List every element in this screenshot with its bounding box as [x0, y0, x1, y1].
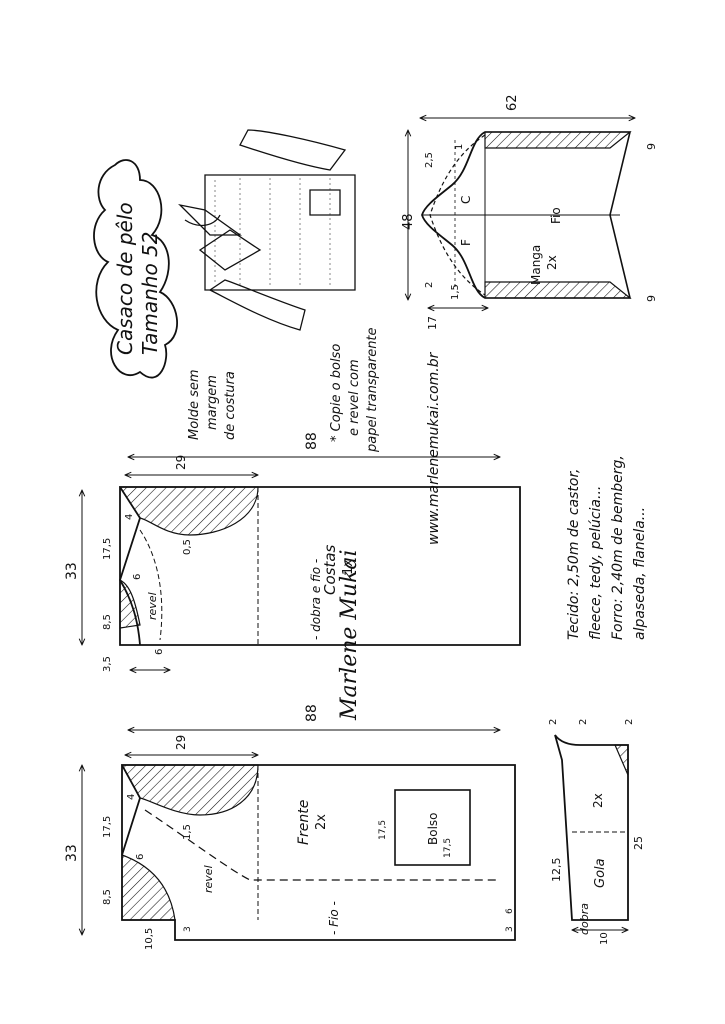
collar-pattern: Gola 2x dobra 2 2 2 12,5 25 10	[548, 719, 645, 945]
collar-m125: 12,5	[550, 858, 563, 883]
front-m4: 4	[126, 794, 137, 800]
notes-block: Molde sem margem de costura * Copie o bo…	[187, 327, 442, 545]
front-shoulder-depth: 29	[174, 735, 188, 750]
collar-m2a: 2	[548, 719, 559, 725]
title-line-1: Casaco de pêlo	[113, 202, 137, 355]
pocket-name: Bolso	[426, 812, 440, 845]
sleeve-name: Manga	[529, 245, 543, 285]
front-m6b: 6	[505, 908, 515, 914]
sleeve-m9-top: 9	[645, 143, 658, 150]
collar-qty: 2x	[591, 793, 605, 808]
jacket-illustration	[178, 129, 356, 331]
back-shoulder-depth: 29	[174, 455, 188, 470]
fabric-line-1: Tecido: 2,50m de castor,	[566, 469, 582, 640]
back-width: 33	[64, 562, 80, 580]
back-revel: revel	[146, 592, 159, 620]
front-m3b: 3	[505, 926, 515, 932]
website-url: www.marlenemukai.com.br	[426, 351, 442, 545]
front-m85: 8,5	[102, 889, 113, 905]
back-m35: 3,5	[102, 656, 113, 672]
fabric-line-3: Forro: 2,40m de bemberg,	[610, 455, 626, 640]
front-qty: 2x	[314, 814, 329, 830]
front-length: 88	[304, 704, 320, 722]
note-copie-2: e revel com	[347, 359, 362, 436]
sleeve-qty: 2x	[545, 255, 559, 270]
collar-m10: 10	[599, 932, 610, 945]
back-dobra-fio: - dobra e fio -	[309, 559, 323, 640]
sleeve-m1: 1	[454, 144, 465, 150]
back-m6: 6	[132, 574, 143, 580]
back-qty: 1x	[341, 559, 356, 575]
collar-m2c: 2	[624, 719, 635, 725]
back-m175: 17,5	[102, 538, 113, 560]
collar-m25: 25	[632, 836, 645, 850]
note-molde-1: Molde sem	[187, 369, 202, 440]
front-name: Frente	[296, 800, 312, 845]
sleeve-m17: 17	[426, 316, 439, 330]
front-m15: 1,5	[182, 824, 193, 840]
sleeve-width-label: 62	[505, 94, 520, 111]
back-m05: 0,5	[182, 539, 193, 555]
sleeve-height-label: 48	[401, 213, 416, 230]
front-width: 33	[64, 844, 80, 862]
note-molde-2: margem	[205, 375, 220, 430]
sleeve-fio: Fio	[549, 207, 563, 224]
collar-name: Gola	[593, 858, 608, 888]
sleeve-back-c: C	[459, 196, 473, 204]
front-m175: 17,5	[102, 816, 113, 838]
sleeve-m15: 1,5	[450, 284, 461, 300]
sleeve-front-f: F	[459, 239, 473, 246]
back-m85: 8,5	[102, 614, 113, 630]
collar-m2b: 2	[578, 719, 589, 725]
front-m6: 6	[135, 854, 146, 860]
front-pattern: Bolso 17,5 17,5 88 29 33 4 17,5 6 1,5 8,…	[64, 704, 516, 950]
title-block: Casaco de pêlo Tamanho 52	[93, 159, 178, 379]
signature: Marlene Mukai	[337, 549, 362, 721]
fabric-line-4: alpaseda, flanela...	[632, 507, 648, 640]
back-m4: 4	[124, 514, 135, 520]
note-copie-3: papel transparente	[365, 327, 380, 453]
note-molde-3: de costura	[223, 371, 238, 440]
sleeve-m2: 2	[424, 282, 435, 288]
back-name: Costas	[321, 544, 339, 595]
title-cloud-outline	[93, 159, 178, 379]
front-fio: - Fio -	[327, 901, 341, 935]
sleeve-m9-bottom: 9	[645, 295, 658, 302]
sleeve-m25: 2,5	[424, 152, 435, 168]
back-m6b: 6	[154, 649, 165, 655]
front-m3: 3	[183, 926, 193, 932]
title-line-2: Tamanho 52	[138, 231, 162, 355]
back-length: 88	[304, 432, 320, 450]
sleeve-pattern: 62 48 17 2,5 1 2 1,5 C F Fio Manga 2x 9 …	[401, 94, 658, 330]
fabric-notes: Tecido: 2,50m de castor, fleece, tedy, p…	[566, 455, 648, 640]
fabric-line-2: fleece, tedy, pelúcia...	[588, 486, 604, 640]
back-pattern: 88 29 33 4 17,5 6 0,5 8,5 3,5 6 revel Co…	[64, 432, 521, 672]
note-copie-1: * Copie o bolso	[329, 344, 344, 442]
front-m105: 10,5	[144, 928, 155, 950]
collar-dobra: dobra	[578, 903, 591, 935]
pocket-w: 17,5	[378, 820, 388, 840]
pocket	[394, 789, 471, 866]
front-revel: revel	[202, 865, 215, 893]
pocket-h: 17,5	[443, 838, 453, 858]
